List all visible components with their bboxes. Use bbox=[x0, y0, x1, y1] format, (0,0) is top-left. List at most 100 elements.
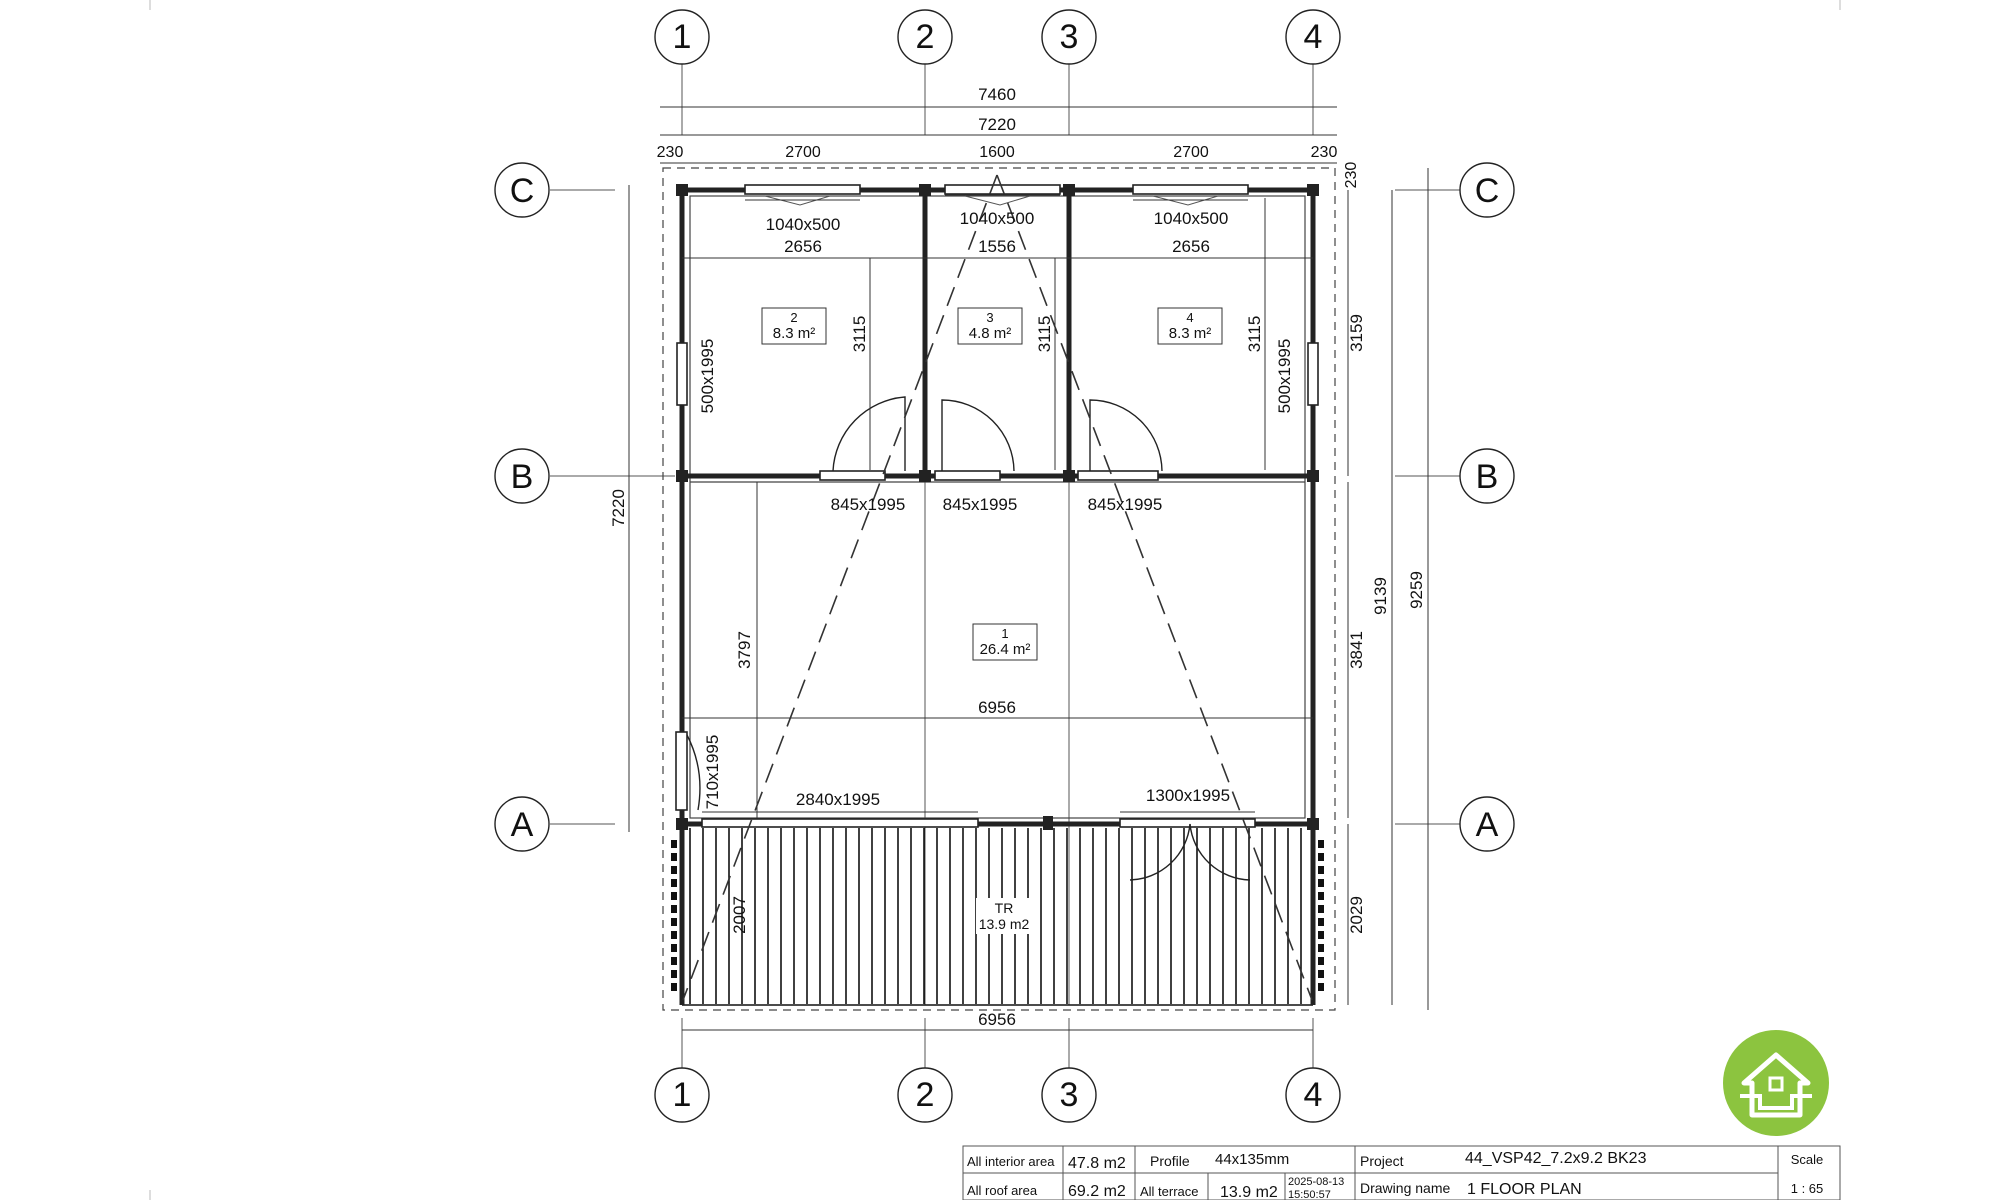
terrace-post bbox=[671, 879, 677, 887]
dim-top-seg-4: 2700 bbox=[1173, 144, 1209, 161]
tb-drawing-value: 1 FLOOR PLAN bbox=[1467, 1181, 1582, 1198]
terrace-post bbox=[1318, 983, 1324, 991]
grid-bubble-top-4: 4 bbox=[1285, 9, 1341, 65]
dim-main-left-height: 3797 bbox=[735, 631, 754, 669]
dim-right-total-b: 9259 bbox=[1407, 571, 1426, 609]
terrace-post bbox=[671, 866, 677, 874]
grid-label: B bbox=[1476, 458, 1499, 496]
roof-ridge-lines bbox=[682, 174, 1313, 1001]
room-tag-1: 1 26.4 m² bbox=[972, 623, 1038, 661]
terrace-doors bbox=[701, 818, 1256, 881]
tb-date: 2025-08-13 bbox=[1288, 1176, 1344, 1188]
grid-bubble-right-c: C bbox=[1459, 162, 1515, 218]
door-label-interior-3: 845x1995 bbox=[1088, 495, 1163, 514]
terrace-label: TR bbox=[995, 900, 1014, 916]
grid-bubble-bottom-3: 3 bbox=[1041, 1067, 1097, 1123]
dim-room-height-1: 3115 bbox=[850, 316, 869, 353]
terrace-post bbox=[671, 892, 677, 900]
door-label-interior-2: 845x1995 bbox=[943, 495, 1018, 514]
grid-label: A bbox=[1476, 806, 1499, 844]
terrace-post bbox=[1318, 866, 1324, 874]
dim-room-width-3: 2656 bbox=[1172, 237, 1210, 256]
terrace-post bbox=[1318, 892, 1324, 900]
grid-label: 1 bbox=[673, 1076, 692, 1114]
left-side-door bbox=[675, 731, 701, 811]
room-area: 26.4 m² bbox=[980, 641, 1031, 658]
grid-bubble-bottom-2: 2 bbox=[897, 1067, 953, 1123]
dim-top-seg-3: 1600 bbox=[979, 144, 1015, 161]
room-area: 8.3 m² bbox=[773, 325, 816, 342]
terrace-post bbox=[671, 970, 677, 978]
tb-scale-value: 1 : 65 bbox=[1791, 1181, 1824, 1196]
terrace-area: 13.9 m2 bbox=[979, 916, 1030, 932]
room-area: 4.8 m² bbox=[969, 325, 1012, 342]
grid-label: 2 bbox=[916, 18, 935, 56]
terrace-post bbox=[671, 931, 677, 939]
grid-label: 3 bbox=[1060, 18, 1079, 56]
grid-bubble-right-b: B bbox=[1459, 448, 1515, 504]
terrace-post bbox=[671, 853, 677, 861]
tb-terrace-label: All terrace bbox=[1140, 1184, 1199, 1199]
grid-bubble-left-c: C bbox=[494, 162, 550, 218]
dim-top-seg-2: 2700 bbox=[785, 144, 821, 161]
terrace-post bbox=[1318, 970, 1324, 978]
window-label-top-2: 1040x500 bbox=[960, 209, 1035, 228]
dim-right-upper: 3159 bbox=[1347, 314, 1366, 352]
dim-terrace-height-left: 2007 bbox=[730, 896, 749, 934]
room-number: 2 bbox=[790, 310, 797, 325]
terrace-post bbox=[671, 918, 677, 926]
grid-bubble-bottom-4: 4 bbox=[1285, 1067, 1341, 1123]
tb-project-value: 44_VSP42_7.2x9.2 BK23 bbox=[1465, 1150, 1647, 1167]
grid-bubble-bottom-1: 1 bbox=[654, 1067, 710, 1123]
grid-bubble-top-3: 3 bbox=[1041, 9, 1097, 65]
terrace-post bbox=[671, 957, 677, 965]
dim-top-overall: 7460 bbox=[978, 85, 1016, 104]
window-label-top-1: 1040x500 bbox=[766, 215, 841, 234]
grid-bubble-left-a: A bbox=[494, 796, 550, 852]
opening-labels: 1040x500 1040x500 1040x500 500x1995 500x… bbox=[698, 209, 1294, 809]
house-logo-icon bbox=[1723, 1030, 1829, 1136]
tb-project-label: Project bbox=[1360, 1153, 1404, 1169]
tb-profile-value: 44x135mm bbox=[1215, 1151, 1289, 1168]
sheet-frame bbox=[149, 0, 1841, 1200]
grid-label: 4 bbox=[1304, 18, 1323, 56]
dim-bottom-width: 6956 bbox=[978, 1010, 1016, 1029]
dim-left-total: 7220 bbox=[609, 489, 628, 527]
terrace-post bbox=[671, 983, 677, 991]
dim-room-width-2: 1556 bbox=[978, 237, 1016, 256]
room-tag-2: 2 8.3 m² bbox=[761, 307, 827, 345]
dim-main-width: 6956 bbox=[978, 698, 1016, 717]
room-area: 8.3 m² bbox=[1169, 325, 1212, 342]
side-windows bbox=[676, 342, 1319, 406]
dim-terrace-height-right: 2029 bbox=[1347, 896, 1366, 934]
grid-label: 2 bbox=[916, 1076, 935, 1114]
terrace-post bbox=[671, 905, 677, 913]
terrace-boards bbox=[682, 828, 1313, 1006]
grid-label: 4 bbox=[1304, 1076, 1323, 1114]
window-label-side-left: 500x1995 bbox=[698, 339, 717, 414]
door-label-terrace-right: 1300x1995 bbox=[1146, 786, 1230, 805]
tb-interior-label: All interior area bbox=[967, 1154, 1055, 1169]
tb-drawing-label: Drawing name bbox=[1360, 1180, 1450, 1196]
roof-outline bbox=[662, 167, 1336, 1011]
tb-time: 15:50:57 bbox=[1288, 1189, 1331, 1200]
dim-corner-offset: 230 bbox=[1343, 162, 1360, 189]
door-label-left-side: 710x1995 bbox=[703, 735, 722, 810]
grid-label: A bbox=[511, 806, 534, 844]
dim-top-inner: 7220 bbox=[978, 115, 1016, 134]
grid-bubble-top-1: 1 bbox=[654, 9, 710, 65]
interior-doors bbox=[819, 396, 1163, 481]
grid-label: B bbox=[511, 458, 534, 496]
door-label-interior-1: 845x1995 bbox=[831, 495, 906, 514]
dim-main-right-height: 3841 bbox=[1347, 631, 1366, 669]
terrace-post bbox=[1318, 957, 1324, 965]
terrace-post bbox=[671, 944, 677, 952]
dim-room-height-2: 3115 bbox=[1035, 316, 1054, 353]
grid-bubble-top-2: 2 bbox=[897, 9, 953, 65]
terrace-post bbox=[1318, 905, 1324, 913]
terrace-post bbox=[1318, 931, 1324, 939]
tb-roof-label: All roof area bbox=[967, 1183, 1038, 1198]
grid-bubble-right-a: A bbox=[1459, 796, 1515, 852]
terrace-post bbox=[671, 840, 677, 848]
